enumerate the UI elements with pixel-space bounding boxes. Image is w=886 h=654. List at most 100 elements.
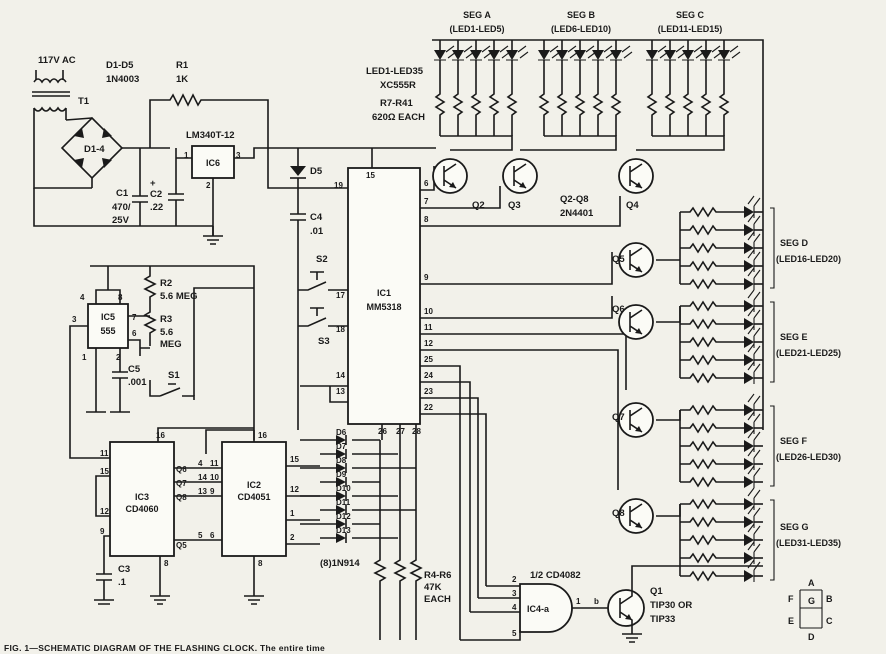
r3-value2: MEG <box>160 339 182 350</box>
seg-f-led-4 <box>744 458 754 470</box>
seg-e-resistor-5 <box>680 372 744 384</box>
ic4-leads <box>460 585 612 641</box>
ic3-pin4: 4 <box>198 459 203 468</box>
bridge-leads <box>65 117 150 188</box>
transformer-secondary <box>33 106 67 112</box>
diodes-type: 1N4003 <box>106 74 139 85</box>
led-resistor-value: 620Ω EACH <box>372 112 425 123</box>
transistor-q2-arrow <box>449 182 456 188</box>
diode-d9-label: D9 <box>336 470 347 479</box>
diode-d9 <box>336 477 346 487</box>
ic5-leads <box>95 266 150 356</box>
key-b: B <box>826 594 833 604</box>
seg-c-resistor-4 <box>700 60 712 136</box>
seg-g-bracket <box>770 499 775 581</box>
bridge-label: D1-4 <box>84 144 105 155</box>
ic5-output-line <box>69 325 110 459</box>
pulldown-label: R4-R6 <box>424 570 451 581</box>
q2-q8-label: Q2-Q8 <box>560 194 589 205</box>
seg-d-resistor-3 <box>680 242 744 254</box>
seg-g-led-3 <box>744 534 754 546</box>
seg-d-resistor-2 <box>680 224 744 236</box>
seg-a-led-1 <box>434 50 446 60</box>
led-segment-b <box>520 40 633 151</box>
seg-e-led-1 <box>744 300 754 312</box>
s1-return <box>193 287 254 396</box>
diode-d11-label: D11 <box>336 498 351 507</box>
ac-input-leads <box>35 70 64 80</box>
ic3-box <box>109 441 175 557</box>
seg-b-bus <box>520 135 617 151</box>
diode-d12 <box>336 519 346 529</box>
ic4-pin5: 5 <box>512 629 517 638</box>
c3-value: .1 <box>118 577 127 588</box>
ic3-pin16: 16 <box>156 431 165 440</box>
transistor-q6-arrow <box>635 328 642 334</box>
transformer-primary <box>33 78 67 84</box>
ic1-pin8: 8 <box>424 215 429 224</box>
ic5-box <box>87 303 129 349</box>
seg-d-resistor-4 <box>680 260 744 272</box>
seg-b-resistor-4 <box>592 60 604 136</box>
led-resistor-label: R7-R41 <box>380 98 413 109</box>
d5-symbol <box>290 166 306 176</box>
seg-c-bus <box>636 135 725 151</box>
ic6-pin1: 1 <box>184 151 189 160</box>
seg-c-resistor-3 <box>682 60 694 136</box>
ic3-q8: Q8 <box>176 493 187 502</box>
seg-g-label: SEG G <box>780 522 809 532</box>
r2-value: 5.6 MEG <box>160 291 198 302</box>
transistor-q8 <box>618 498 654 534</box>
ic1-label: IC1 <box>377 288 391 298</box>
c4-label: C4 <box>310 212 323 223</box>
ic4-pin1: 1 <box>576 597 581 606</box>
ic5-pin3: 3 <box>72 315 77 324</box>
ic1-pin15: 15 <box>366 171 375 180</box>
seg-a-led-3 <box>470 50 482 60</box>
diode-d11 <box>336 505 346 515</box>
diode-d13-label: D13 <box>336 526 351 535</box>
seg-d-bracket <box>770 207 775 289</box>
diode-d13 <box>336 533 346 543</box>
c2-label: C2 <box>150 189 162 200</box>
led-segment-a <box>434 40 529 151</box>
ic2-pin15: 15 <box>290 455 299 464</box>
seg-f-led-3 <box>744 440 754 452</box>
key-d: D <box>808 632 815 642</box>
ic4-pin3: 3 <box>512 589 517 598</box>
transistor-q3 <box>502 158 538 194</box>
r3-label: R3 <box>160 314 172 325</box>
seg-b-led-4 <box>592 50 604 60</box>
ic5-pin1: 1 <box>82 353 87 362</box>
r2-r3-divider <box>143 266 157 346</box>
transformer-core <box>32 91 70 97</box>
r2-label: R2 <box>160 278 172 289</box>
filter-capacitors <box>132 147 184 226</box>
seg-e-led-5 <box>744 372 754 384</box>
seg-g-resistor-1 <box>680 498 744 510</box>
led-range-label: LED1-LED35 <box>366 66 424 77</box>
diode-d10-label: D10 <box>336 484 351 493</box>
seg-d-resistor-5 <box>680 278 744 290</box>
diode-array-note: (8)1N914 <box>320 558 360 569</box>
led-segment-c <box>636 40 741 151</box>
ic1-pin6: 6 <box>424 179 429 188</box>
led-part-label: XC555R <box>380 80 416 91</box>
seg-c-led-4 <box>700 50 712 60</box>
seg-b-resistor-2 <box>556 60 568 136</box>
led-segment-g <box>679 487 775 582</box>
ic5-label: IC5 <box>101 312 115 322</box>
transformer-label: T1 <box>78 96 90 107</box>
key-g: G <box>808 596 815 606</box>
transistor-q5 <box>618 242 654 278</box>
ic4-label: IC4-a <box>527 604 550 614</box>
seg-f-bracket <box>770 405 775 487</box>
seg-f-led-5 <box>744 476 754 488</box>
seg-e-resistor-3 <box>680 336 744 348</box>
seg-a-bus <box>440 135 513 151</box>
seg-c-led-5 <box>718 50 730 60</box>
seg-b-led-5 <box>610 50 622 60</box>
ic3-q7: Q7 <box>176 479 187 488</box>
